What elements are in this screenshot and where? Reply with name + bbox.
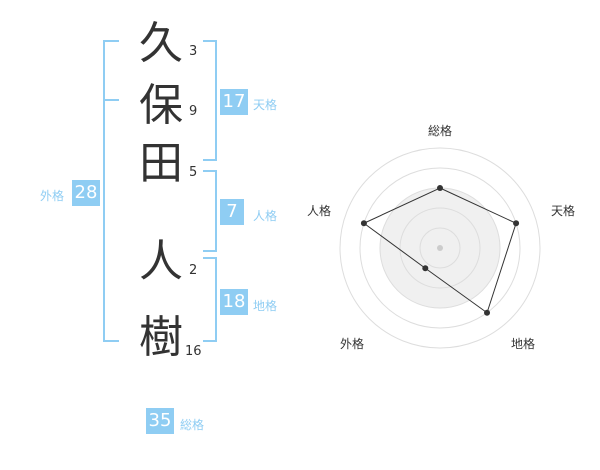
name-char-3: 田 bbox=[139, 138, 183, 189]
name-char-1: 久 bbox=[139, 18, 183, 69]
radar-point-2 bbox=[484, 309, 491, 316]
radar-point-0 bbox=[437, 185, 443, 191]
stroke-count-1: 3 bbox=[189, 44, 198, 59]
radar-point-4 bbox=[360, 220, 367, 227]
radar-label-soukaku: 総格 bbox=[428, 124, 453, 138]
radar-label-chikaku: 地格 bbox=[511, 337, 536, 351]
jinkaku-value: 7 bbox=[220, 199, 244, 225]
radar-point-3 bbox=[422, 265, 429, 272]
radar-ring bbox=[399, 207, 481, 289]
gaikaku-value: 28 bbox=[72, 180, 100, 206]
radar-points bbox=[360, 185, 520, 316]
radar-ring bbox=[419, 227, 461, 269]
jinkaku-bracket bbox=[203, 170, 217, 252]
stroke-count-3: 5 bbox=[189, 165, 198, 180]
chikaku-label: 地格 bbox=[253, 299, 278, 313]
gaikaku-label: 外格 bbox=[40, 189, 65, 203]
radar-center bbox=[437, 245, 443, 251]
tenkaku-bracket bbox=[203, 40, 217, 161]
radar-ring bbox=[359, 167, 521, 329]
stroke-count-4: 2 bbox=[189, 263, 198, 278]
gaikaku-bracket-tick bbox=[103, 99, 119, 101]
name-char-4: 人 bbox=[139, 236, 183, 287]
radar-label-gaikaku: 外格 bbox=[340, 337, 365, 351]
radar-label-jinkaku: 人格 bbox=[307, 204, 332, 218]
radar-ring bbox=[339, 147, 541, 349]
gaikaku-bracket bbox=[103, 40, 119, 342]
name-char-2: 保 bbox=[139, 80, 183, 131]
chikaku-bracket bbox=[203, 257, 217, 342]
radar-point-1 bbox=[513, 220, 520, 227]
tenkaku-value: 17 bbox=[220, 89, 248, 115]
tenkaku-label: 天格 bbox=[253, 98, 278, 112]
name-char-5: 樹 bbox=[139, 312, 183, 363]
radar-label-tenkaku: 天格 bbox=[551, 204, 576, 218]
soukaku-value: 35 bbox=[146, 408, 174, 434]
radar-area bbox=[362, 187, 517, 314]
jinkaku-label: 人格 bbox=[253, 209, 278, 223]
stroke-count-5: 16 bbox=[185, 344, 202, 359]
soukaku-label: 総格 bbox=[180, 418, 205, 432]
stroke-count-2: 9 bbox=[189, 104, 198, 119]
chikaku-value: 18 bbox=[220, 289, 248, 315]
